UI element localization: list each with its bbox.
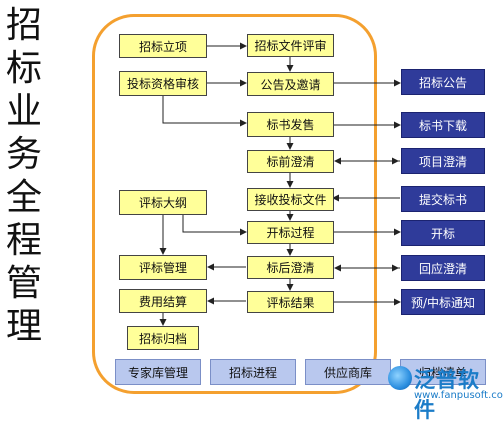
node-zhaobiao-lixiang[interactable]: 招标立项 — [119, 34, 207, 58]
node-kaibiao[interactable]: 开标 — [401, 220, 485, 246]
bar-guidang-qingdan[interactable]: 归档清单 — [400, 359, 486, 385]
title-char: 程 — [5, 220, 42, 261]
node-zhaobiao-wenjian-pingshen[interactable]: 招标文件评审 — [247, 34, 334, 57]
title-char: 招 — [5, 5, 42, 46]
bar-zhaobiao-jincheng[interactable]: 招标进程 — [210, 359, 296, 385]
arrow-zige-to-fashou — [162, 96, 247, 127]
flow-arrows — [159, 42, 401, 326]
node-xiangmu-chengqing[interactable]: 项目澄清 — [401, 148, 485, 174]
logo-url: www.fanpusoft.com — [414, 390, 503, 401]
title-char: 业 — [5, 91, 42, 132]
node-kaibiao-guocheng[interactable]: 开标过程 — [247, 221, 334, 244]
node-gonggao-ji-yaoqing[interactable]: 公告及邀请 — [247, 72, 334, 96]
node-jieshou-toubiao-wenjian[interactable]: 接收投标文件 — [247, 188, 334, 211]
node-zhaobiao-gonggao[interactable]: 招标公告 — [401, 69, 485, 95]
node-yu-zhongbiao-tongzhi[interactable]: 预/中标通知 — [401, 289, 485, 315]
node-tijiao-biaoshu[interactable]: 提交标书 — [401, 186, 485, 212]
node-biaoshu-fashou[interactable]: 标书发售 — [247, 112, 334, 137]
node-pingbiao-guanli[interactable]: 评标管理 — [119, 255, 207, 280]
node-biaohou-chengqing[interactable]: 标后澄清 — [247, 256, 334, 279]
arrow-dagang-to-kaibiao — [182, 215, 247, 236]
fanpu-logo: 泛普软件 www.fanpusoft.com — [386, 362, 503, 422]
bar-zhuanjiaku-guanli[interactable]: 专家库管理 — [115, 359, 201, 385]
node-biaoshu-xiazai[interactable]: 标书下载 — [401, 112, 485, 138]
node-pingbiao-jieguo[interactable]: 评标结果 — [247, 291, 334, 313]
node-pingbiao-dagang[interactable]: 评标大纲 — [119, 190, 207, 215]
title-char: 务 — [5, 134, 42, 175]
node-feiyong-jiesuan[interactable]: 费用结算 — [119, 289, 207, 313]
vertical-title: 招 标 业 务 全 程 管 理 — [4, 4, 44, 348]
title-char: 理 — [5, 306, 42, 347]
logo-globe-icon — [388, 366, 412, 390]
node-huiying-chengqing[interactable]: 回应澄清 — [401, 255, 485, 281]
title-char: 管 — [5, 263, 42, 304]
node-zhaobiao-guidang[interactable]: 招标归档 — [127, 326, 199, 350]
title-char: 标 — [5, 48, 42, 89]
node-biaoqian-chengqing[interactable]: 标前澄清 — [247, 150, 334, 173]
node-toubiao-zige-shenhe[interactable]: 投标资格审核 — [119, 71, 207, 96]
bar-gongyingshang-ku[interactable]: 供应商库 — [305, 359, 391, 385]
title-char: 全 — [5, 177, 42, 218]
process-frame — [92, 14, 377, 394]
